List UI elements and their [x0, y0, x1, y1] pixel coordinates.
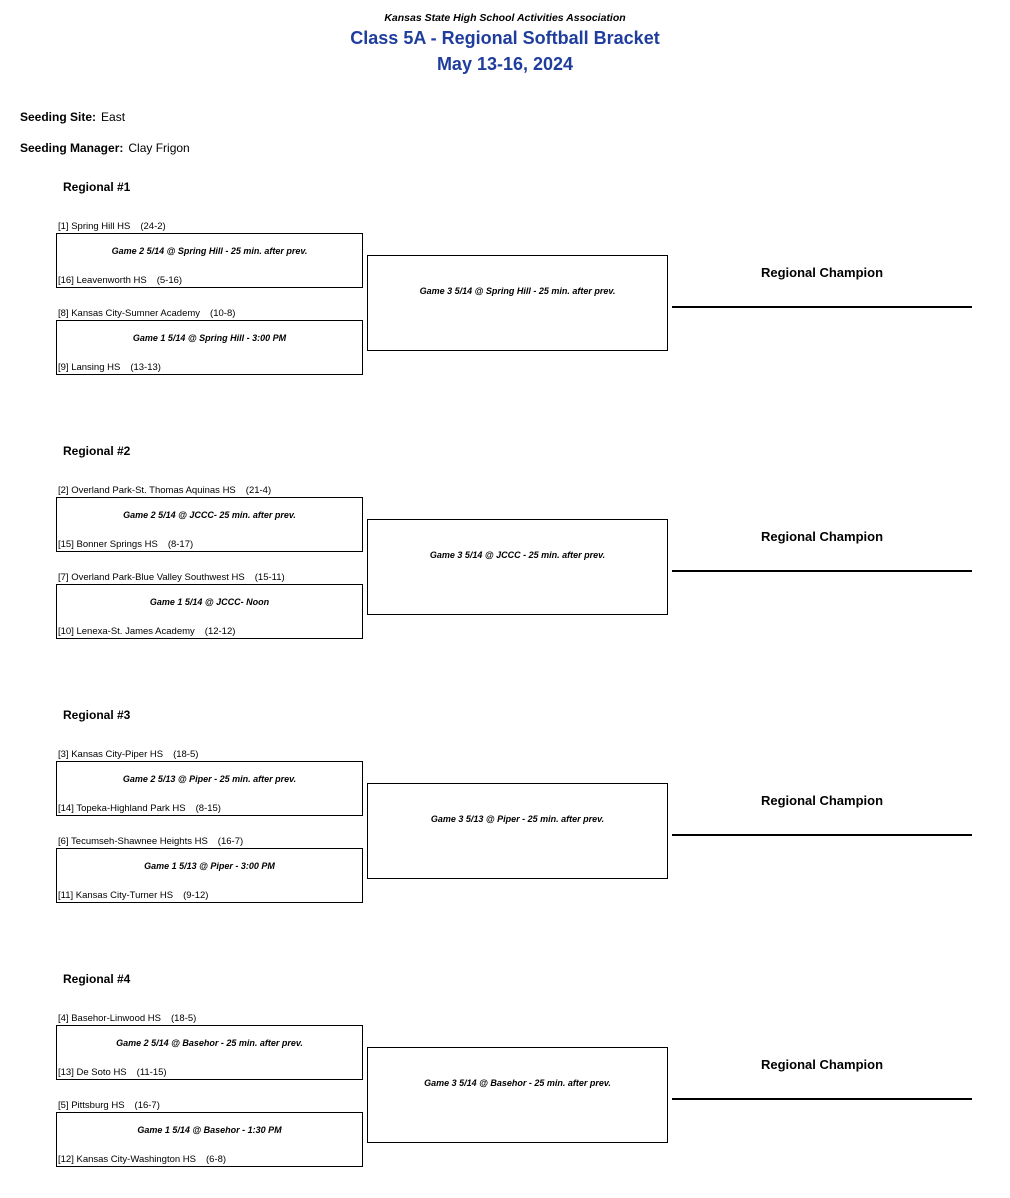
game-label: Game 1 5/14 @ JCCC- Noon: [149, 597, 270, 607]
team-slot: [5] Pittsburg HS (16-7): [58, 1099, 160, 1112]
regional-title: Regional #1: [63, 180, 131, 194]
champion-line: [672, 834, 972, 836]
team-name: [13] De Soto HS: [58, 1067, 127, 1078]
champion-line: [672, 570, 972, 572]
team-slot: [15] Bonner Springs HS (8-17): [58, 538, 193, 551]
game-label: Game 1 5/13 @ Piper - 3:00 PM: [144, 861, 275, 871]
regional-title: Regional #2: [63, 444, 131, 458]
team-slot: [9] Lansing HS (13-13): [58, 361, 161, 374]
team-record: (16-7): [217, 836, 244, 847]
game-label: Game 1 5/14 @ Spring Hill - 3:00 PM: [132, 333, 287, 343]
champion-label: Regional Champion: [760, 529, 884, 544]
team-slot: [14] Topeka-Highland Park HS (8-15): [58, 802, 221, 815]
team-slot: [10] Lenexa-St. James Academy (12-12): [58, 625, 235, 638]
team-slot: [1] Spring Hill HS (24-2): [58, 220, 166, 233]
team-record: (9-12): [183, 890, 209, 901]
team-name: [11] Kansas City-Turner HS: [58, 890, 174, 901]
champion-label: Regional Champion: [760, 265, 884, 280]
champion-label: Regional Champion: [760, 793, 884, 808]
game-label: Game 3 5/14 @ Spring Hill - 25 min. afte…: [419, 286, 616, 296]
game-1-box: Game 1 5/13 @ Piper - 3:00 PM: [56, 848, 363, 903]
team-name: [9] Lansing HS: [58, 362, 121, 373]
game-2-box: Game 2 5/14 @ Basehor - 25 min. after pr…: [56, 1025, 363, 1080]
game-3-box: Game 3 5/14 @ Spring Hill - 25 min. afte…: [367, 255, 668, 351]
team-slot: [16] Leavenworth HS (5-16): [58, 274, 182, 287]
team-record: (8-15): [195, 803, 221, 814]
game-2-box: Game 2 5/13 @ Piper - 25 min. after prev…: [56, 761, 363, 816]
team-record: (15-11): [254, 572, 285, 583]
regional-bracket: Regional #2 [2] Overland Park-St. Thomas…: [0, 444, 1010, 654]
team-name: [16] Leavenworth HS: [58, 275, 147, 286]
champion-line: [672, 306, 972, 308]
team-name: [2] Overland Park-St. Thomas Aquinas HS: [58, 485, 236, 496]
team-record: (10-8): [210, 308, 236, 319]
team-name: [3] Kansas City-Piper HS: [58, 749, 164, 760]
team-record: (13-13): [130, 362, 161, 373]
regional-title: Regional #3: [63, 708, 131, 722]
seeding-manager-line: Seeding Manager: Clay Frigon: [20, 141, 190, 156]
team-record: (21-4): [245, 485, 272, 496]
page-dates: May 13-16, 2024: [436, 54, 574, 74]
game-2-box: Game 2 5/14 @ Spring Hill - 25 min. afte…: [56, 233, 363, 288]
seeding-manager-value: Clay Frigon: [128, 141, 190, 155]
game-label: Game 3 5/14 @ Basehor - 25 min. after pr…: [424, 1078, 611, 1088]
team-name: [6] Tecumseh-Shawnee Heights HS: [58, 836, 208, 847]
champion-line: [672, 1098, 972, 1100]
game-2-box: Game 2 5/14 @ JCCC- 25 min. after prev.: [56, 497, 363, 552]
team-name: [10] Lenexa-St. James Academy: [58, 626, 195, 637]
seeding-site-value: East: [101, 110, 126, 124]
team-record: (16-7): [134, 1100, 160, 1111]
seeding-site-label: Seeding Site:: [20, 110, 97, 124]
regional-bracket: Regional #3 [3] Kansas City-Piper HS (18…: [0, 708, 1010, 918]
game-1-box: Game 1 5/14 @ JCCC- Noon: [56, 584, 363, 639]
team-slot: [11] Kansas City-Turner HS (9-12): [58, 889, 208, 902]
regional-bracket: Regional #4 [4] Basehor-Linwood HS (18-5…: [0, 972, 1010, 1182]
team-slot: [6] Tecumseh-Shawnee Heights HS (16-7): [58, 835, 243, 848]
regional-bracket: Regional #1 [1] Spring Hill HS (24-2) Ga…: [0, 180, 1010, 390]
game-label: Game 1 5/14 @ Basehor - 1:30 PM: [137, 1125, 282, 1135]
champion-label: Regional Champion: [760, 1057, 884, 1072]
team-record: (18-5): [170, 1013, 197, 1024]
team-slot: [3] Kansas City-Piper HS (18-5): [58, 748, 198, 761]
page-title: Class 5A - Regional Softball Bracket: [350, 28, 660, 48]
team-name: [12] Kansas City-Washington HS: [58, 1154, 196, 1165]
seeding-site-line: Seeding Site: East: [20, 110, 125, 125]
team-record: (11-15): [136, 1067, 167, 1078]
game-label: Game 2 5/14 @ JCCC- 25 min. after prev.: [123, 510, 296, 520]
game-1-box: Game 1 5/14 @ Basehor - 1:30 PM: [56, 1112, 363, 1167]
game-label: Game 2 5/13 @ Piper - 25 min. after prev…: [122, 774, 297, 784]
team-name: [15] Bonner Springs HS: [58, 539, 158, 550]
team-record: (18-5): [173, 749, 199, 760]
game-label: Game 3 5/14 @ JCCC - 25 min. after prev.: [429, 550, 606, 560]
team-name: [4] Basehor-Linwood HS: [58, 1013, 161, 1024]
team-slot: [2] Overland Park-St. Thomas Aquinas HS …: [58, 484, 271, 497]
team-record: (5-16): [156, 275, 183, 286]
team-record: (12-12): [204, 626, 236, 637]
game-label: Game 3 5/13 @ Piper - 25 min. after prev…: [430, 814, 605, 824]
team-record: (6-8): [206, 1154, 227, 1165]
game-3-box: Game 3 5/14 @ Basehor - 25 min. after pr…: [367, 1047, 668, 1143]
team-slot: [12] Kansas City-Washington HS (6-8): [58, 1153, 226, 1166]
game-label: Game 2 5/14 @ Spring Hill - 25 min. afte…: [111, 246, 308, 256]
team-name: [8] Kansas City-Sumner Academy: [58, 308, 201, 319]
team-slot: [4] Basehor-Linwood HS (18-5): [58, 1012, 196, 1025]
team-record: (8-17): [167, 539, 194, 550]
team-name: [1] Spring Hill HS: [58, 221, 131, 232]
team-name: [5] Pittsburg HS: [58, 1100, 125, 1111]
game-3-box: Game 3 5/14 @ JCCC - 25 min. after prev.: [367, 519, 668, 615]
team-record: (24-2): [140, 221, 166, 232]
game-1-box: Game 1 5/14 @ Spring Hill - 3:00 PM: [56, 320, 363, 375]
team-slot: [7] Overland Park-Blue Valley Southwest …: [58, 571, 285, 584]
association-name: Kansas State High School Activities Asso…: [384, 12, 626, 24]
regional-title: Regional #4: [63, 972, 131, 986]
team-name: [7] Overland Park-Blue Valley Southwest …: [58, 572, 245, 583]
game-label: Game 2 5/14 @ Basehor - 25 min. after pr…: [116, 1038, 303, 1048]
game-3-box: Game 3 5/13 @ Piper - 25 min. after prev…: [367, 783, 668, 879]
team-name: [14] Topeka-Highland Park HS: [58, 803, 186, 814]
seeding-manager-label: Seeding Manager:: [20, 141, 124, 155]
team-slot: [13] De Soto HS (11-15): [58, 1066, 167, 1079]
team-slot: [8] Kansas City-Sumner Academy (10-8): [58, 307, 235, 320]
